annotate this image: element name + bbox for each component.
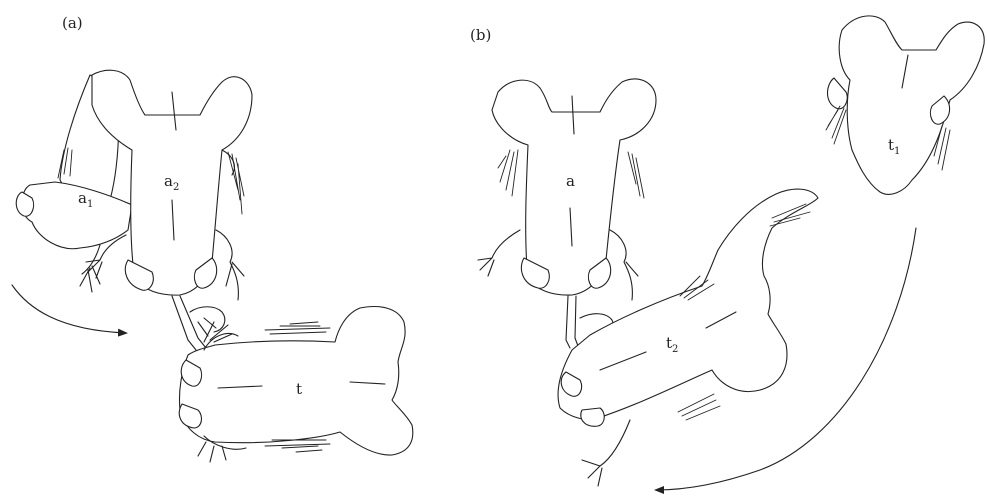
leg-link-b (566, 296, 578, 348)
panel-b: (b) a t1 (470, 16, 984, 490)
frog-a: a (478, 79, 656, 300)
panel-a: (a) a1 a2 (12, 14, 413, 462)
leg-link-a (172, 296, 206, 350)
frog-t: t (179, 307, 413, 462)
panel-a-label: (a) (62, 14, 83, 32)
label-a: a (566, 172, 575, 190)
frog-t1: t1 (826, 16, 984, 194)
rotation-arrow-a (12, 285, 126, 333)
label-t: t (296, 380, 302, 398)
panel-b-label: (b) (470, 26, 491, 44)
